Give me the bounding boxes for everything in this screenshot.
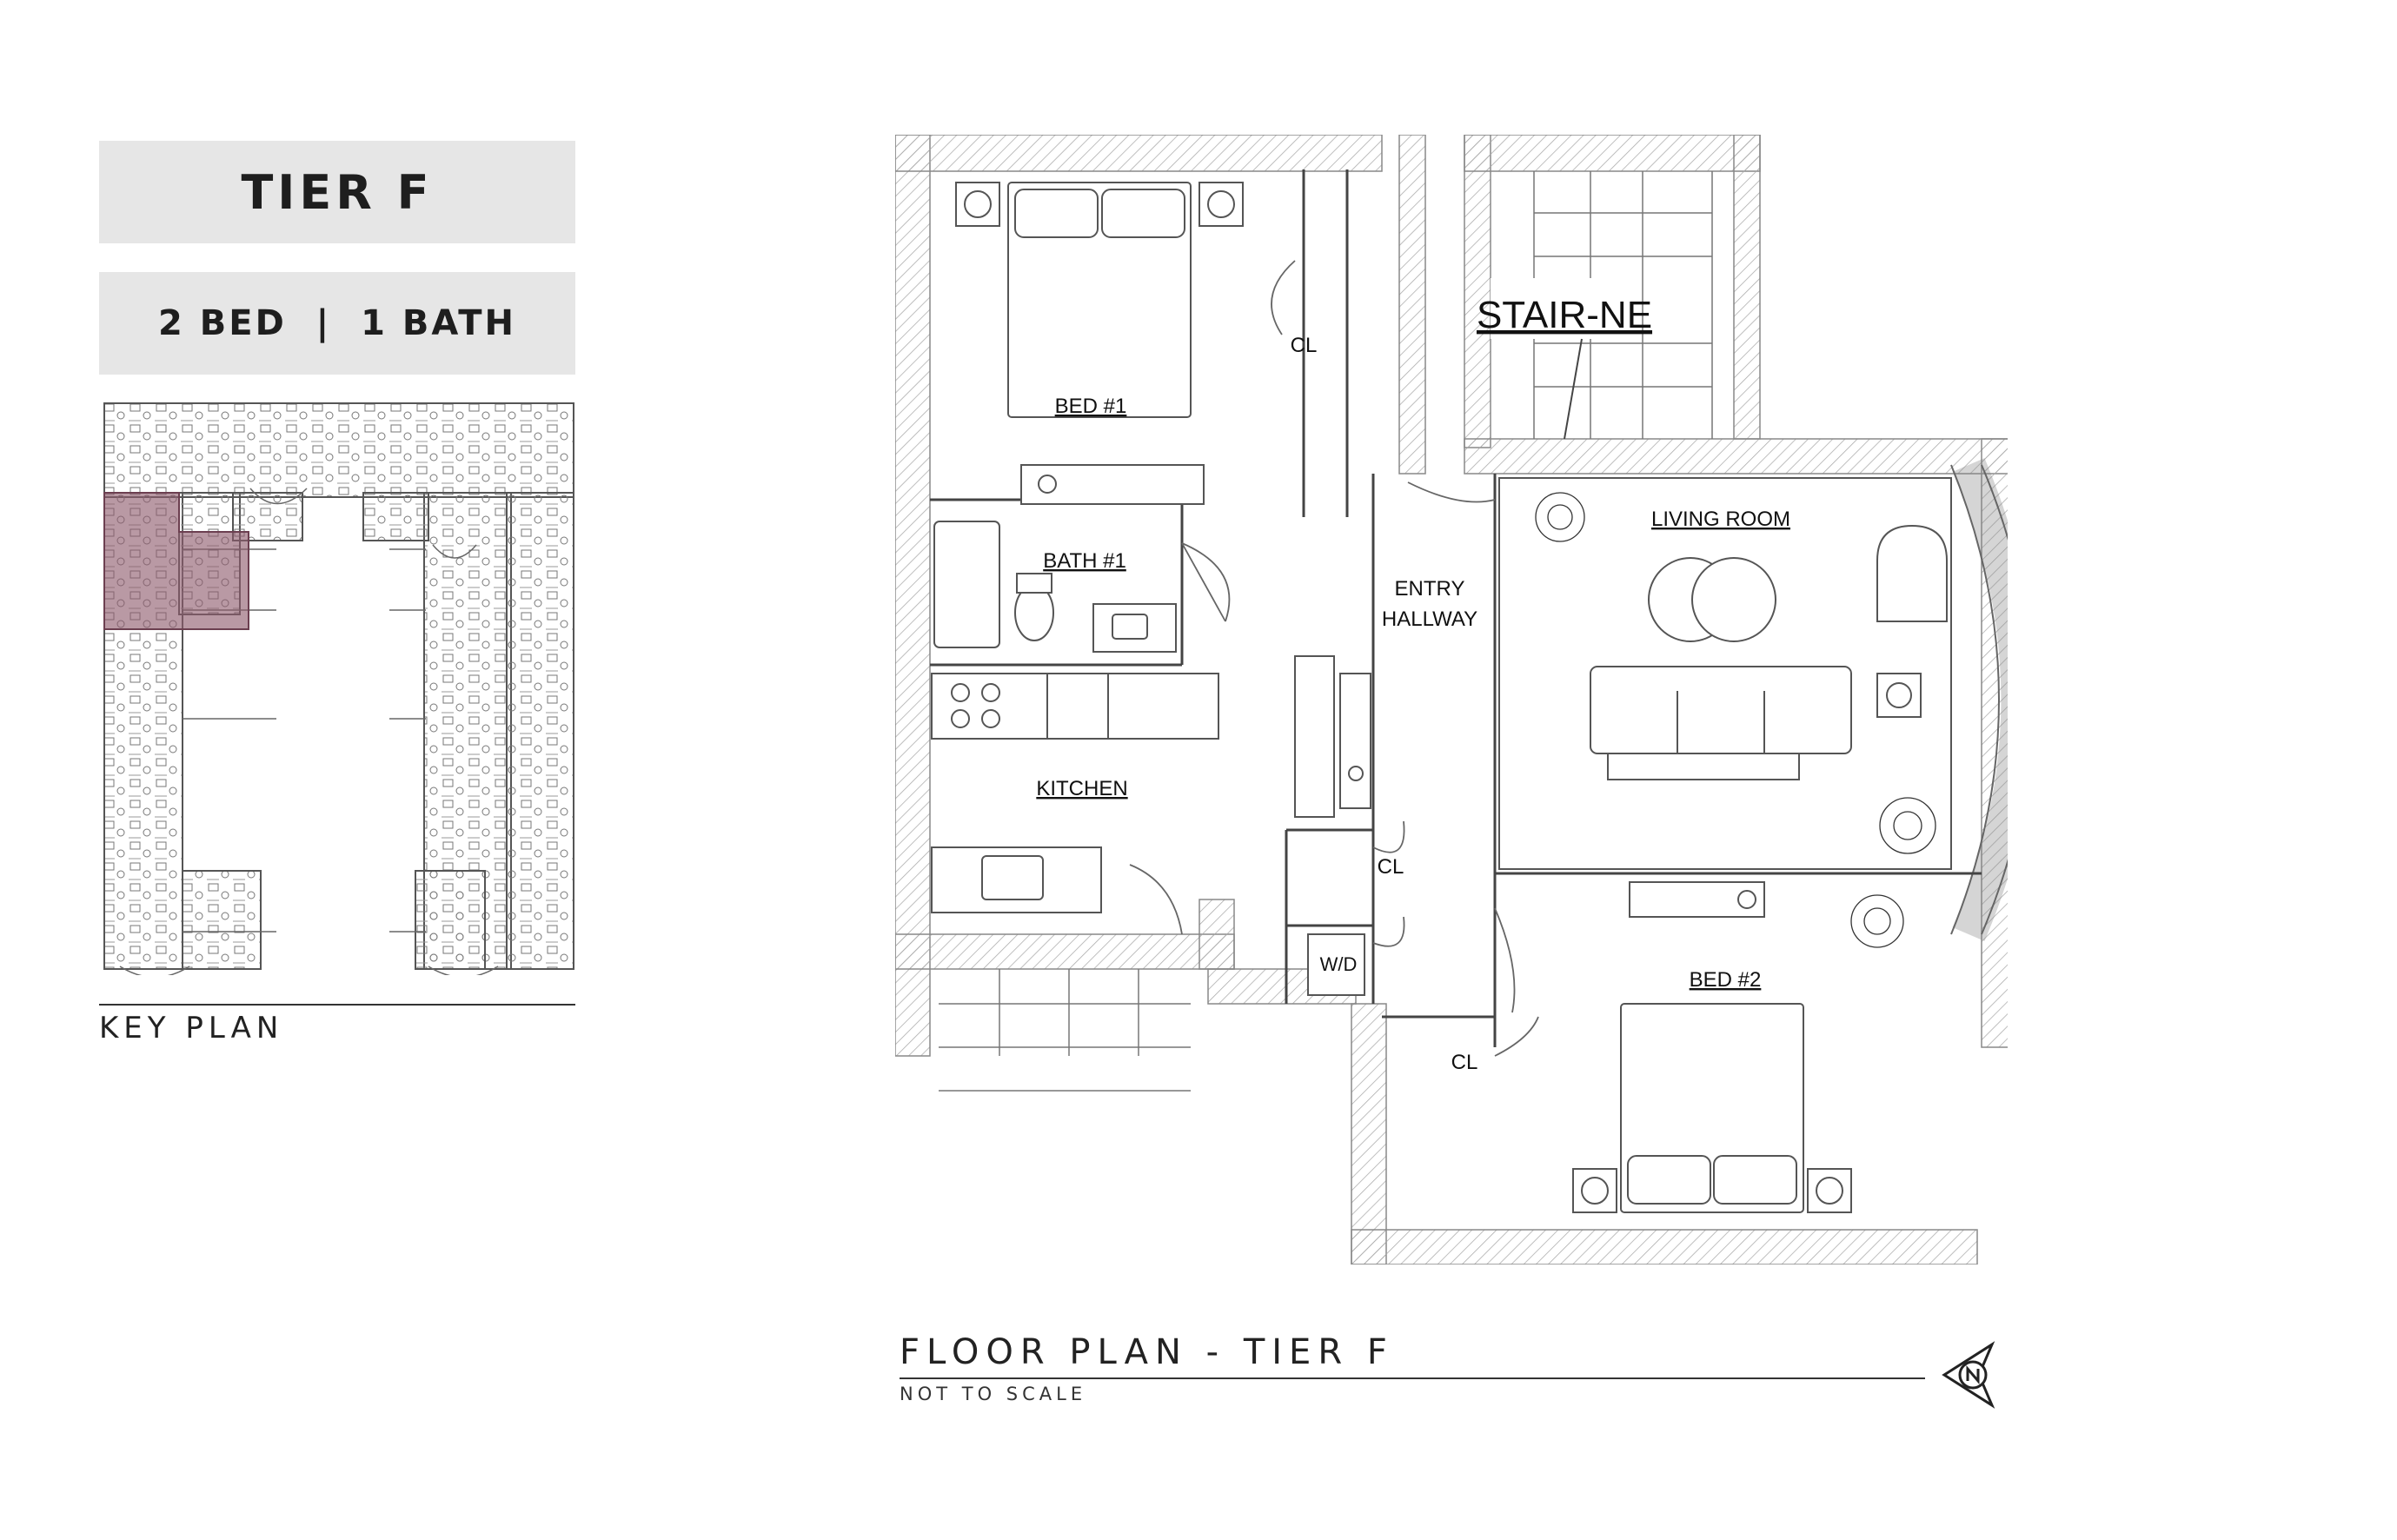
- floor-plan-subtitle: NOT TO SCALE: [900, 1384, 1087, 1404]
- bed2-furniture: [1572, 881, 1852, 1213]
- closet-label-1: CL: [1291, 334, 1318, 357]
- closet-label-3: CL: [1451, 1051, 1478, 1074]
- floor-plan-title: FLOOR PLAN - TIER F: [900, 1332, 1394, 1372]
- room-label-kitchen: KITCHEN: [1036, 777, 1127, 800]
- room-label-entry-1: ENTRY: [1395, 577, 1465, 601]
- stair-label: STAIR-NE: [1477, 294, 1652, 336]
- kitchen-fixtures: [931, 655, 1371, 913]
- floor-plan-rule: [900, 1377, 1925, 1379]
- room-label-bed2: BED #2: [1690, 968, 1762, 992]
- room-label-entry-2: HALLWAY: [1382, 607, 1477, 631]
- living-furniture: [1498, 477, 1952, 870]
- bath1-fixtures: [933, 521, 1177, 653]
- bed1-furniture: [955, 182, 1244, 505]
- floor-plan-drawing: BED #1 BATH #1 KITCHEN ENTRY HALLWAY LIV…: [895, 135, 2008, 1265]
- walls: [895, 135, 2008, 1265]
- key-plan-label: KEY PLAN: [99, 1011, 284, 1045]
- room-label-bath1: BATH #1: [1043, 549, 1126, 573]
- key-plan-rule: [99, 1004, 575, 1006]
- closet-label-2: CL: [1378, 855, 1404, 879]
- tier-title: TIER F: [99, 141, 575, 243]
- bay-window: [1952, 458, 2008, 941]
- washer-dryer-label: W/D: [1320, 953, 1358, 975]
- key-plan-drawing: [103, 402, 574, 975]
- room-label-bed1: BED #1: [1055, 395, 1127, 418]
- room-label-living: LIVING ROOM: [1651, 508, 1790, 531]
- north-arrow-icon: [1942, 1341, 1995, 1409]
- plants: [1535, 492, 1936, 948]
- key-plan-highlight: [103, 492, 249, 630]
- stair: [939, 171, 1713, 1092]
- unit-type: 2 BED | 1 BATH: [99, 272, 575, 375]
